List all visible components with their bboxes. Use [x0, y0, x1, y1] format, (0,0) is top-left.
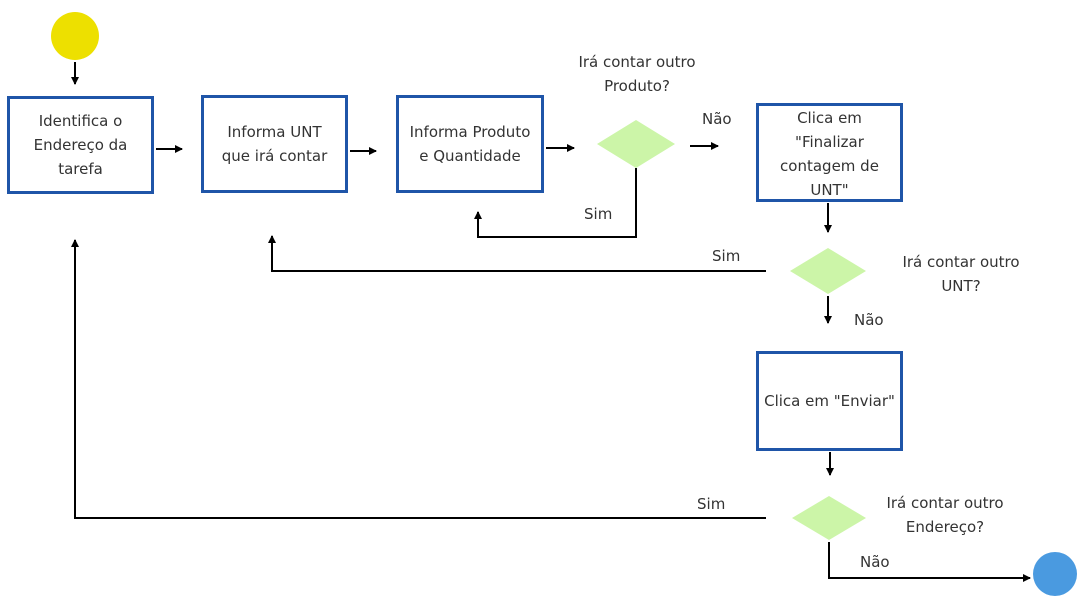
- process-identifica-endereco: Identifica o Endereço da tarefa: [7, 96, 154, 194]
- start-event: [51, 12, 99, 60]
- process-finalizar-contagem: Clica em "Finalizar contagem de UNT": [756, 103, 903, 202]
- branch-label-produto-nao: Não: [702, 110, 732, 128]
- decision-label-outro-produto: Irá contar outro Produto?: [578, 53, 696, 95]
- decision-outro-endereco: [792, 496, 866, 540]
- branch-label-unt-nao: Não: [854, 311, 884, 329]
- branch-label-endereco-nao: Não: [860, 553, 890, 571]
- branch-label-unt-sim: Sim: [712, 247, 741, 265]
- connector-produto-sim-loop: [474, 168, 637, 238]
- decision-label-outro-endereco: Irá contar outro Endereço?: [886, 494, 1004, 536]
- process-informa-unt: Informa UNT que irá contar: [201, 95, 348, 193]
- connector-unt-sim-loop: [268, 235, 766, 272]
- connector-endereco-sim-loop: [71, 239, 766, 519]
- decision-outra-unt: [790, 248, 866, 294]
- decision-outro-produto: [597, 120, 675, 168]
- process-enviar: Clica em "Enviar": [756, 351, 903, 451]
- decision-label-outra-unt: Irá contar outro UNT?: [902, 253, 1020, 295]
- process-informa-produto: Informa Produto e Quantidade: [396, 95, 544, 193]
- end-event: [1033, 552, 1077, 596]
- branch-label-produto-sim: Sim: [584, 205, 613, 223]
- branch-label-endereco-sim: Sim: [697, 495, 726, 513]
- connector-endereco-nao: [828, 542, 1031, 582]
